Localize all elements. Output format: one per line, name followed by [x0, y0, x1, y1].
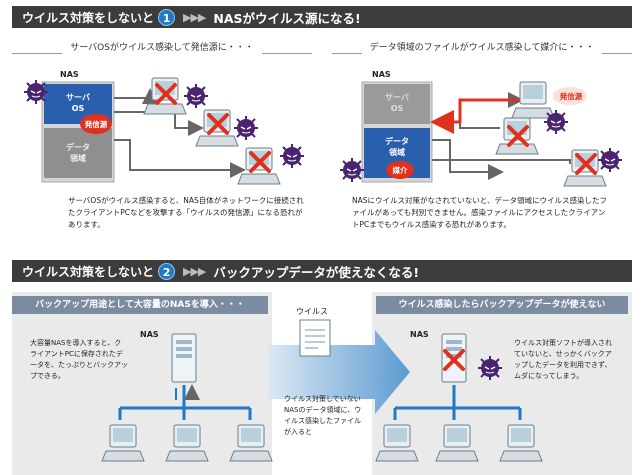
left-description: サーバOSがウイルス感染すると、NAS自体がネットワークに接続されたクライアント… [68, 196, 304, 229]
server-os-block-right: サーバ OS [385, 93, 409, 113]
banner-lead-2: ウイルス対策をしないと [22, 264, 155, 279]
section-number-badge-2: 2 [158, 262, 176, 280]
middle-text: ウイルス対策していないNASのデータ領域に、ウイルス感染したファイルが入ると [284, 395, 362, 436]
banner-title: NASがウイルス源になる! [213, 10, 361, 26]
banner-title-2: バックアップデータが使えなくなる! [213, 264, 420, 280]
media-badge: 媒介 [392, 166, 408, 175]
server-os-block: サーバ OS [66, 93, 90, 113]
left-caption: サーバOSがウイルス感染して発信源に・・・ [12, 40, 312, 54]
right-caption-text: データ領域のファイルがウイルス感染して媒介に・・・ [369, 43, 595, 53]
section-banner-2: ウイルス対策をしないと 2 ▶▶▶ バックアップデータが使えなくなる! [12, 260, 632, 282]
source-badge: 発信源 [84, 120, 108, 129]
data-area-block-right: データ 領域 [385, 137, 409, 157]
bottom-left-header: バックアップ用途として大容量のNASを導入・・・ [12, 296, 268, 314]
arrow-glyphs-2: ▶▶▶ [183, 264, 206, 278]
bottom-left-text: 大容量NASを導入すると、クライアントPCに保存されたデータを、たっぷりとバック… [30, 339, 128, 380]
section-banner-1: ウイルス対策をしないと 1 ▶▶▶ NASがウイルス源になる! [12, 6, 632, 28]
arrow-glyphs: ▶▶▶ [183, 10, 206, 24]
data-area-block: データ 領域 [66, 143, 90, 163]
source-badge-right: 発信源 [559, 92, 583, 101]
section-number-badge: 1 [158, 8, 176, 26]
virus-label: ウイルス [296, 307, 328, 316]
banner-lead: ウイルス対策をしないと [22, 10, 155, 25]
nas-label-bottom-left: NAS [140, 330, 159, 339]
nas-label-right: NAS [372, 70, 391, 79]
bottom-right-header: ウイルス感染したらバックアップデータが使えない [376, 296, 628, 314]
bottom-right-text: ウイルス対策ソフトが導入されていないと、せっかくバックアップしたデータを利用でき… [514, 339, 612, 380]
right-description: NASにウイルス対策がなされていないと、データ領域にウイルス感染したファイルがあ… [352, 196, 607, 229]
right-caption: データ領域のファイルがウイルス感染して媒介に・・・ [332, 40, 632, 54]
nas-label-left: NAS [60, 70, 79, 79]
left-caption-text: サーバOSがウイルス感染して発信源に・・・ [70, 43, 254, 53]
nas-label-bottom-right: NAS [410, 330, 429, 339]
